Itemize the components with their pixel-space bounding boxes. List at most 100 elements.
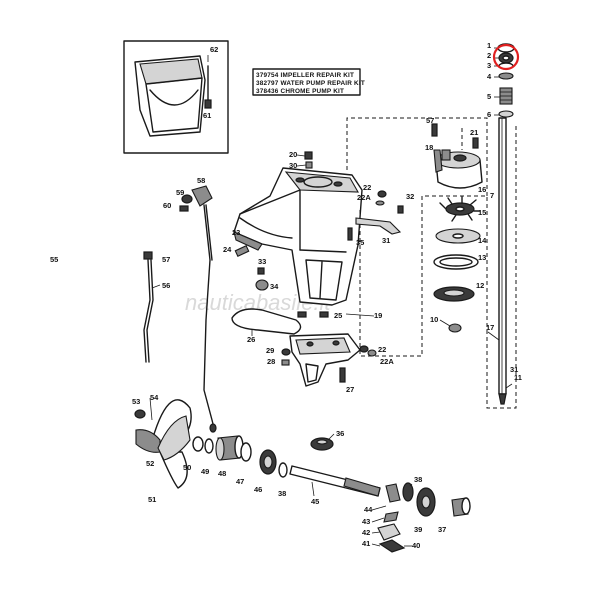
part-56-rod xyxy=(143,259,151,363)
callout-26: 26 xyxy=(247,335,255,344)
callout-38b: 38 xyxy=(414,475,422,484)
callout-10: 10 xyxy=(430,315,438,324)
callout-46: 46 xyxy=(254,485,262,494)
part-18-tube xyxy=(433,149,443,173)
callout-42: 42 xyxy=(362,528,370,537)
callout-60: 60 xyxy=(163,201,171,210)
part-22-screw xyxy=(377,190,387,198)
callout-54: 54 xyxy=(150,393,159,402)
part-41-shift-lever xyxy=(378,539,406,553)
part-51-propeller-blade-low xyxy=(159,451,188,489)
callout-4: 4 xyxy=(487,72,492,81)
callout-51: 51 xyxy=(148,495,156,504)
part-33-screw xyxy=(257,267,265,275)
part-28-screw xyxy=(281,359,290,366)
lower-gear-housing xyxy=(289,333,361,387)
callout-59: 59 xyxy=(176,188,184,197)
callout-19: 19 xyxy=(374,311,382,320)
part-30-plug xyxy=(305,161,313,169)
kit-line-impeller: 379754 IMPELLER REPAIR KIT xyxy=(256,72,354,79)
callout-15: 15 xyxy=(478,208,486,217)
part-29-screw xyxy=(281,348,291,356)
callout-5: 5 xyxy=(487,92,491,101)
callout-36: 36 xyxy=(336,429,344,438)
part-4-washer xyxy=(498,72,514,80)
kit-box-frame xyxy=(252,68,361,96)
callout-24: 24 xyxy=(223,245,232,254)
callout-27: 27 xyxy=(346,385,354,394)
part-44-clutch xyxy=(385,483,401,503)
callout-39: 39 xyxy=(414,525,422,534)
callout-18: 18 xyxy=(425,143,433,152)
callout-47: 47 xyxy=(236,477,244,486)
housing-small-parts: 20 30 22 22A 32 31 35 31 23 24 33 34 25 … xyxy=(223,150,518,394)
part-13-gasket xyxy=(433,254,479,270)
callout-1: 1 xyxy=(487,41,491,50)
inset-exhaust-housing: 62 61 xyxy=(123,40,229,154)
part-59-nut xyxy=(181,194,193,204)
callout-37: 37 xyxy=(438,525,446,534)
part-39-gear xyxy=(416,487,436,517)
callout-53: 53 xyxy=(132,397,140,406)
kit-line-water-pump: 382797 WATER PUMP REPAIR KIT xyxy=(256,80,365,87)
part-34-grommet xyxy=(255,279,269,291)
callout-22a: 22 xyxy=(363,183,371,192)
part-43-pin xyxy=(383,511,399,523)
part-shift-rod xyxy=(203,204,215,429)
part-21-screw xyxy=(472,137,479,149)
callout-2: 2 xyxy=(487,51,491,60)
callout-35: 35 xyxy=(356,238,364,247)
callout-28: 28 xyxy=(267,357,275,366)
callout-20: 20 xyxy=(289,150,297,159)
callout-3: 3 xyxy=(487,61,491,70)
propeller-assembly: 53 54 52 51 50 49 48 47 46 38 45 36 xyxy=(132,393,471,553)
part-53-nut xyxy=(134,409,146,419)
callout-33: 33 xyxy=(258,257,266,266)
highlight-circle-part-2 xyxy=(492,43,520,71)
part-32-screw xyxy=(397,205,404,214)
part-36-pinion xyxy=(310,437,334,451)
part-22-screw-lower xyxy=(359,345,369,353)
part-57-clip xyxy=(143,251,153,260)
callout-43: 43 xyxy=(362,517,370,526)
part-27-bolt xyxy=(339,367,346,383)
callout-16: 16 xyxy=(478,185,486,194)
callout-14: 14 xyxy=(478,236,487,245)
callout-45: 45 xyxy=(311,497,319,506)
callout-49: 49 xyxy=(201,467,209,476)
callout-61: 61 xyxy=(203,111,211,120)
callout-50: 50 xyxy=(183,463,191,472)
part-35-pin xyxy=(347,227,353,241)
part-57-screw xyxy=(431,123,438,137)
callout-57a: 57 xyxy=(162,255,170,264)
kit-line-chrome-pump: 378436 CHROME PUMP KIT xyxy=(256,88,344,95)
callout-62: 62 xyxy=(210,45,218,54)
callout-30: 30 xyxy=(289,161,297,170)
part-38-bearing xyxy=(402,482,414,502)
callout-11: 11 xyxy=(514,373,522,382)
part-50-washer xyxy=(192,436,204,452)
callout-22aA: 22A xyxy=(357,193,371,202)
gearcase-housing xyxy=(233,167,363,306)
callout-7: 7 xyxy=(490,191,494,200)
callout-38a: 38 xyxy=(278,489,286,498)
water-tube-enclosure xyxy=(346,117,517,409)
part-25-screw-a xyxy=(297,311,307,318)
part-47-washer xyxy=(240,442,252,462)
part-17-drive-shaft: 17 xyxy=(486,117,507,405)
part-6-collar xyxy=(498,110,514,118)
part-22a-washer-lower xyxy=(367,349,377,357)
shift-linkage: 58 59 60 57 56 55 xyxy=(50,176,217,433)
part-46-gear xyxy=(259,449,277,475)
part-31-lever xyxy=(355,217,402,235)
callout-55: 55 xyxy=(50,255,58,264)
callout-32: 32 xyxy=(406,192,414,201)
callout-17: 17 xyxy=(486,323,494,332)
callout-52: 52 xyxy=(146,459,154,468)
kit-info-box: 379754 IMPELLER REPAIR KIT 382797 WATER … xyxy=(252,68,365,96)
inset-frame xyxy=(123,40,229,154)
callout-44: 44 xyxy=(364,505,373,514)
callout-22bA: 22A xyxy=(380,357,394,366)
